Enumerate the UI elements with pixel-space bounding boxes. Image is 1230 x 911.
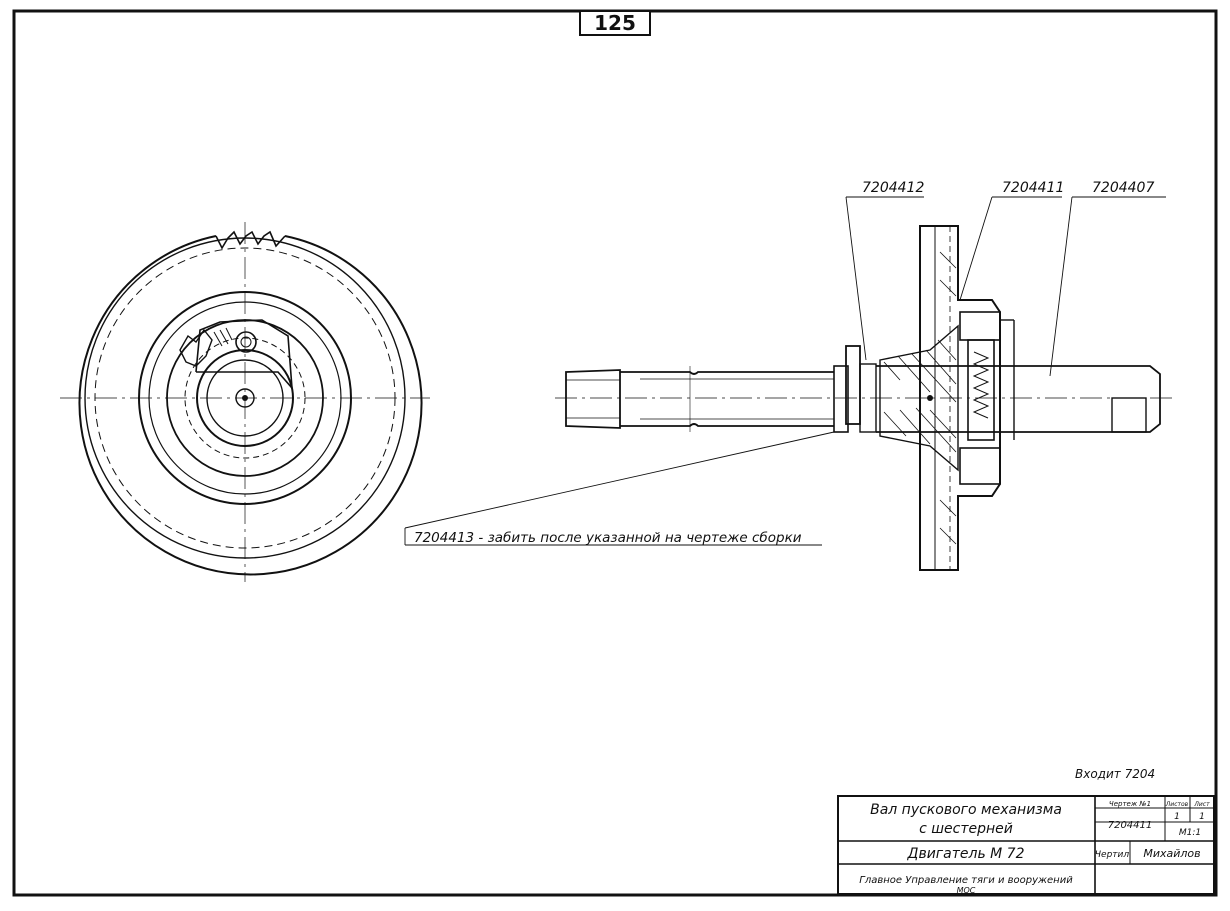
sheet-frame <box>12 9 1218 897</box>
title-hdr-sheets: Листов <box>1165 801 1189 808</box>
title-drawn-signature: Михайлов <box>1143 847 1200 860</box>
title-scale: М1:1 <box>1179 828 1201 838</box>
gear-end-view <box>60 222 430 582</box>
title-hdr-sheet: Лист <box>1193 801 1210 808</box>
callout-7204407: 7204407 <box>1092 180 1154 196</box>
title-sheets-value: 1 <box>1174 812 1180 822</box>
title-block <box>837 795 1215 895</box>
leader-lines <box>404 196 1166 546</box>
title-sheet-value: 1 <box>1199 812 1205 822</box>
callout-7204411: 7204411 <box>1002 180 1064 196</box>
title-drawn-label: Чертил <box>1095 850 1130 860</box>
page-number: 125 <box>579 10 651 36</box>
title-name-line2: с шестерней <box>919 821 1013 837</box>
title-engine: Двигатель М 72 <box>907 846 1025 862</box>
callout-7204412: 7204412 <box>862 180 924 196</box>
shaft-section-view <box>555 225 1175 571</box>
title-org-line2: МОС <box>957 886 976 895</box>
title-hdr-drawing: Чертеж №1 <box>1109 800 1151 808</box>
assembly-note: 7204413 - забить после указанной на черт… <box>414 530 802 546</box>
title-org-line1: Главное Управление тяги и вооружений <box>859 875 1073 886</box>
title-name-line1: Вал пускового механизма <box>870 802 1062 818</box>
title-drawing-number: 7204411 <box>1108 820 1153 831</box>
enters-into-label: Входит 7204 <box>1075 767 1155 781</box>
